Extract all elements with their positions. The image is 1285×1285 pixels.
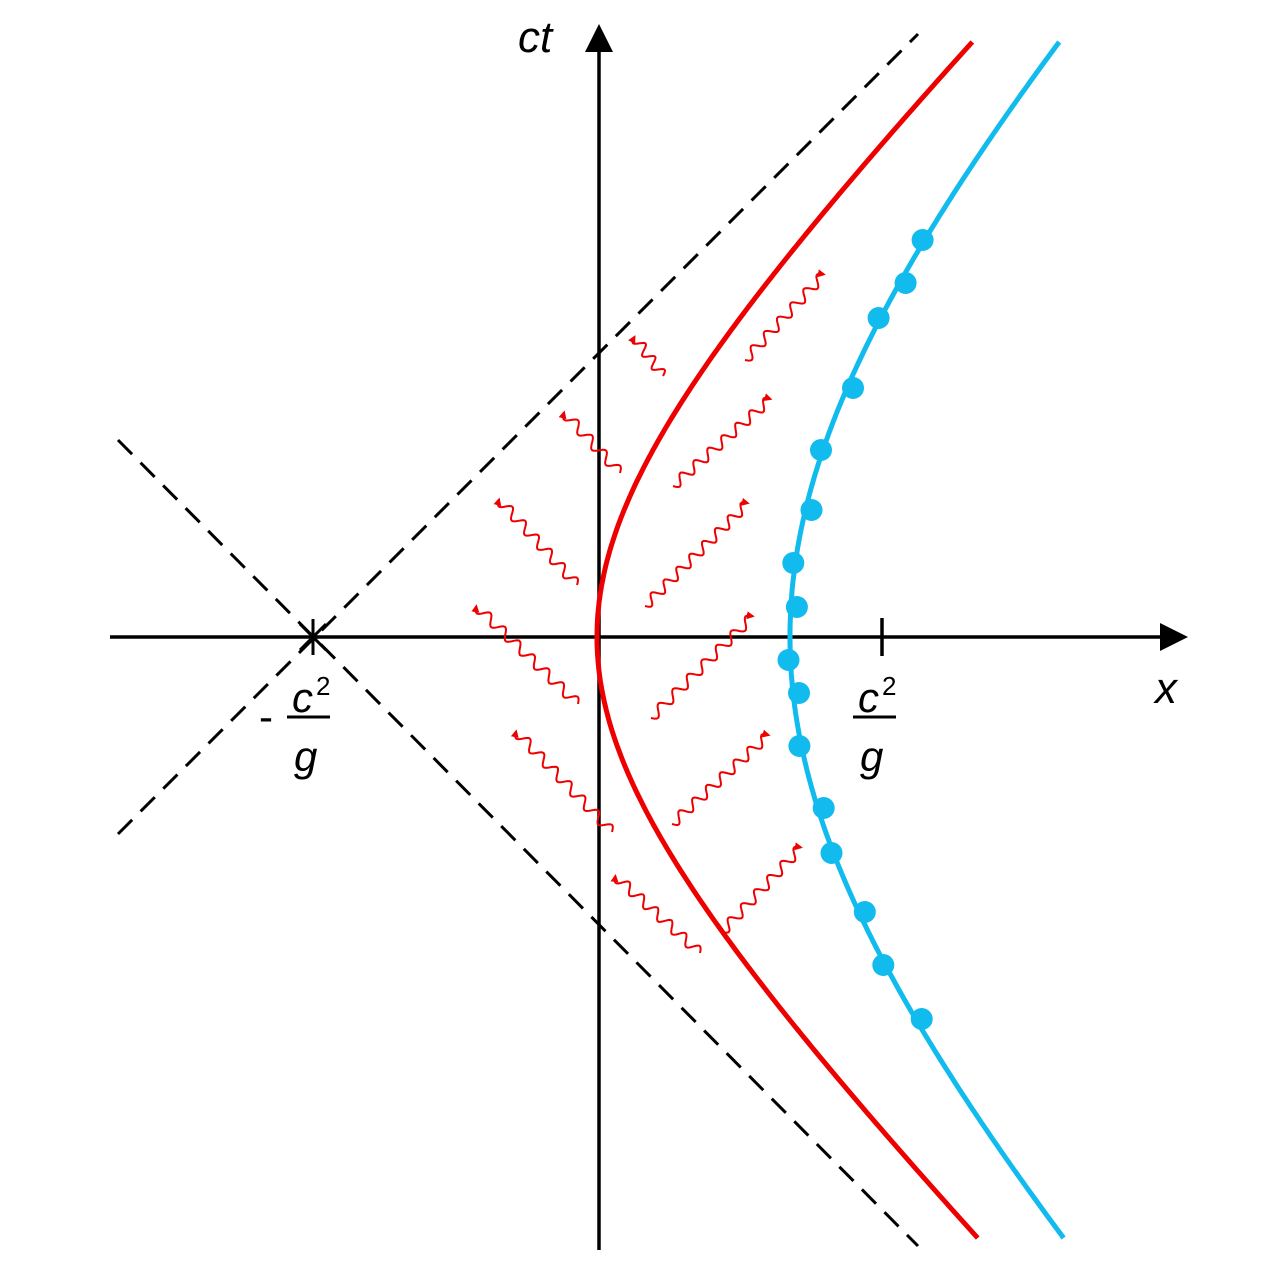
ct-axis-arrowhead — [585, 24, 613, 52]
light-cone — [116, 32, 920, 1248]
photon-wavy-arrow-icon — [672, 393, 773, 489]
tick-pos-denominator: g — [860, 733, 883, 780]
particle-dot — [800, 499, 823, 521]
outer-hyperbola — [787, 40, 1066, 1240]
particle-dot — [788, 682, 810, 704]
particle-dot — [782, 552, 805, 574]
tick-pos-numerator: c — [858, 674, 879, 721]
tick-neg-denominator: g — [294, 733, 317, 780]
axes — [110, 50, 1165, 1250]
particle-dot — [911, 229, 934, 251]
photon-wavy-arrow-icon — [558, 410, 622, 474]
particle-dot — [853, 901, 876, 923]
tick-neg-sign: - — [259, 693, 273, 740]
tick-pos-power: 2 — [882, 671, 896, 701]
photon-wavy-arrow-icon — [493, 497, 580, 586]
photon-wavy-arrow-icon — [628, 335, 667, 377]
asterisk-icon — [298, 619, 328, 655]
particle-dot — [785, 596, 808, 618]
particle-dot — [894, 272, 917, 294]
tick-neg-numerator: c — [292, 674, 313, 721]
inner-hyperbola — [594, 40, 980, 1240]
particle-dot — [820, 842, 843, 864]
x-axis-arrowhead — [1160, 623, 1188, 651]
tick-label-positive: c 2 g — [853, 671, 896, 780]
particle-dot — [777, 649, 800, 671]
photon-wavy-arrow-icon — [721, 842, 803, 934]
photon-wavy-arrow-icon — [744, 269, 826, 362]
particle-dots — [777, 229, 934, 1030]
particle-dot — [842, 377, 864, 399]
tick-label-negative: - c 2 g — [259, 671, 330, 780]
past-asymptote — [116, 438, 920, 1248]
x-axis-label: x — [1153, 664, 1179, 713]
photon-wavy-arrow-icon — [471, 604, 580, 705]
particle-dot — [867, 307, 890, 329]
particle-dot — [812, 797, 835, 819]
photon-wavy-arrow-icon — [650, 611, 755, 720]
photon-wavy-arrow-icon — [644, 497, 750, 608]
y-axis-label: ct — [518, 13, 554, 62]
future-asymptote — [116, 32, 920, 836]
particle-dot — [872, 954, 895, 976]
particle-dot — [810, 439, 832, 461]
photon-wavy-arrow-icon — [510, 729, 614, 833]
photon-arrows — [471, 269, 826, 954]
tick-neg-power: 2 — [316, 671, 330, 701]
particle-dot — [788, 735, 811, 757]
photon-wavy-arrow-icon — [671, 729, 771, 827]
particle-dot — [910, 1008, 933, 1030]
photon-wavy-arrow-icon — [610, 874, 702, 954]
